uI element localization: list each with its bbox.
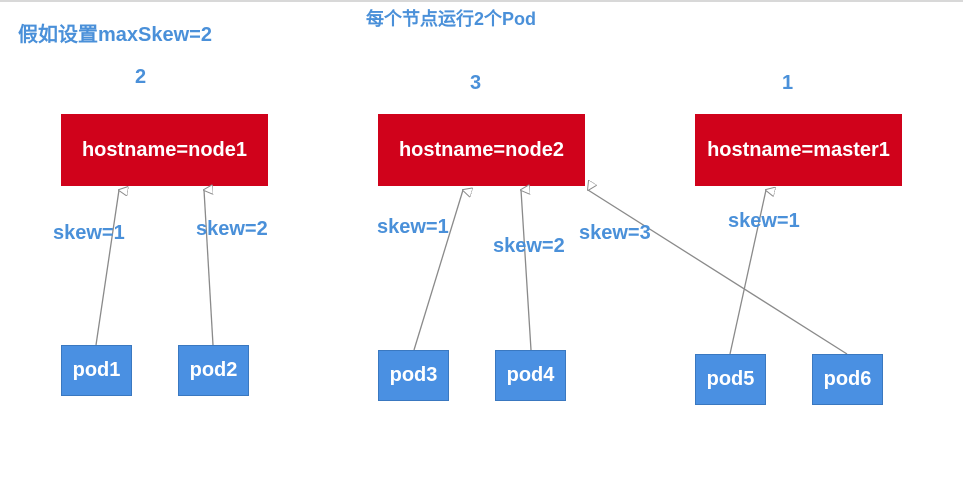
top-divider xyxy=(0,0,963,2)
edge-pod6-node2 xyxy=(588,190,848,355)
edge-pod2-node1 xyxy=(204,190,214,346)
pod-box-pod4: pod4 xyxy=(495,350,566,401)
node-box-master1: hostname=master1 xyxy=(695,114,902,186)
pod-box-pod3: pod3 xyxy=(378,350,449,401)
skew-label-pod2: skew=2 xyxy=(196,218,268,240)
diagram-title-maxskew: 假如设置maxSkew=2 xyxy=(18,24,212,46)
node1-pod-count: 2 xyxy=(135,66,147,88)
pod-box-pod5: pod5 xyxy=(695,354,766,405)
master1-pod-count: 1 xyxy=(782,72,794,94)
skew-label-pod6: skew=3 xyxy=(579,222,651,244)
skew-label-pod4: skew=2 xyxy=(493,235,565,257)
edge-pod3-node2 xyxy=(413,190,463,351)
skew-label-pod1: skew=1 xyxy=(53,222,125,244)
node-box-node2: hostname=node2 xyxy=(378,114,585,186)
edge-pod5-master1 xyxy=(729,190,766,355)
node2-pod-count: 3 xyxy=(470,72,482,94)
skew-label-pod3: skew=1 xyxy=(377,216,449,238)
edge-pod4-node2 xyxy=(521,190,532,351)
edge-pod1-node1 xyxy=(95,190,119,346)
node-box-node1: hostname=node1 xyxy=(61,114,268,186)
skew-label-pod5: skew=1 xyxy=(728,210,800,232)
pod-box-pod1: pod1 xyxy=(61,345,132,396)
pod-box-pod2: pod2 xyxy=(178,345,249,396)
diagram-title-pods-per-node: 每个节点运行2个Pod xyxy=(366,9,537,29)
pod-box-pod6: pod6 xyxy=(812,354,883,405)
